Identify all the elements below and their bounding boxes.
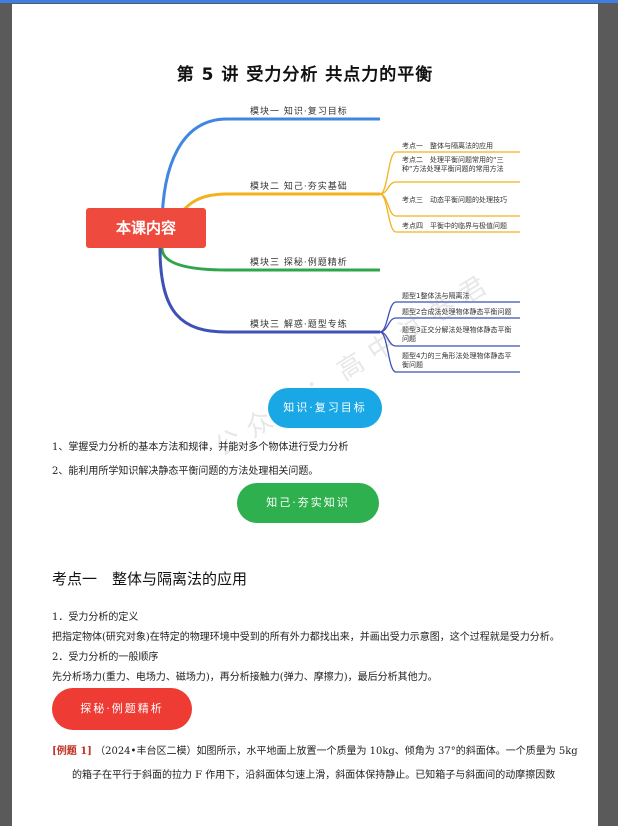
mindmap-branch-4-line	[158, 247, 380, 334]
mindmap-leaf-b2-4: 考点四 平衡中的临界与极值问题	[402, 222, 507, 230]
mindmap-branch-4: 模块三 解惑·题型专练	[250, 320, 348, 330]
section-pill-examples: 探秘·例题精析	[52, 688, 192, 730]
section-pill-basics: 知己·夯实知识	[237, 483, 379, 523]
mindmap-branch-1-line	[160, 117, 380, 229]
mindmap-branch-3: 模块三 探秘·例题精析	[250, 258, 348, 268]
mindmap-leaf-b4-2: 题型2合成法处理物体静态平衡问题	[402, 308, 512, 316]
mindmap-leaf-connector-b2	[379, 151, 520, 195]
para-2-body: 先分析场力(重力、电场力、磁场力)，再分析接触力(弹力、摩擦力)，最后分析其他力…	[52, 672, 438, 683]
top-accent-bar	[0, 0, 618, 3]
example-1-line-1: [例题 1] （2024•丰台区二模）如图所示，水平地面上放置一个质量为 10k…	[52, 742, 578, 757]
example-text-1: （2024•丰台区二模）如图所示，水平地面上放置一个质量为 10kg、倾角为 3…	[95, 746, 578, 757]
mindmap-lines	[158, 117, 520, 373]
section-pill-review-goals: 知识·复习目标	[268, 388, 382, 428]
mindmap-branch-3-line	[160, 247, 380, 272]
mindmap-branch-2: 模块二 知己·夯实基础	[250, 182, 348, 192]
para-1-title: 1．受力分析的定义	[52, 612, 139, 623]
page-title: 第 5 讲 受力分析 共点力的平衡	[176, 65, 434, 85]
document-page: 第 5 讲 受力分析 共点力的平衡 本课内容 模块一 知识·复习目标 模块二 知…	[12, 4, 598, 826]
section-heading: 考点一 整体与隔离法的应用	[52, 570, 248, 588]
mindmap-leaf-b4-1: 题型1整体法与隔离法	[402, 292, 470, 300]
example-1-line-2: 的箱子在平行于斜面的拉力 F 作用下，沿斜面体匀速上滑，斜面体保持静止。已知箱子…	[72, 770, 556, 781]
example-label: [例题 1]	[52, 746, 92, 757]
mindmap-branch-1: 模块一 知识·复习目标	[250, 107, 348, 117]
mindmap-leaf-b2-2: 考点二 处理平衡问题常用的“三种”方法处理平衡问题的常用方法	[402, 156, 504, 173]
para-2-title: 2．受力分析的一般顺序	[52, 652, 159, 663]
mindmap-leaf-b2-3: 考点三 动态平衡问题的处理技巧	[402, 196, 507, 204]
para-1-body: 把指定物体(研究对象)在特定的物理环境中受到的所有外力都找出来，并画出受力示意图…	[52, 632, 560, 643]
goal-2: 2、能利用所学知识解决静态平衡问题的方法处理相关问题。	[52, 466, 319, 477]
mindmap-leaf-b2-1: 考点一 整体与隔离法的应用	[402, 142, 493, 150]
mindmap-leaf-b4-3: 题型3正交分解法处理物体静态平衡问题	[402, 326, 512, 343]
goal-1: 1、掌握受力分析的基本方法和规律，并能对多个物体进行受力分析	[52, 442, 349, 453]
mindmap-center-node: 本课内容	[86, 208, 206, 248]
mindmap-leaf-b4-4: 题型4力的三角形法处理物体静态平衡问题	[402, 352, 512, 369]
